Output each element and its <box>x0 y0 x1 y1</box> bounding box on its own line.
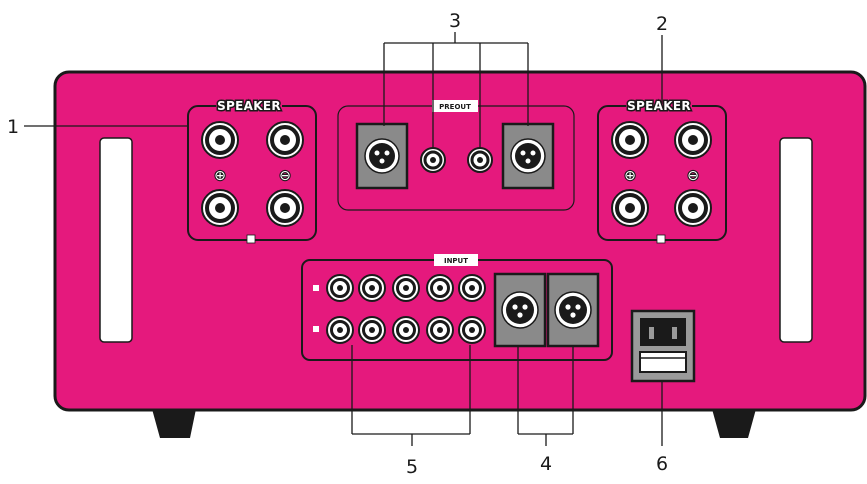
xlr-jack-icon[interactable] <box>355 122 409 190</box>
binding-post-icon[interactable] <box>266 121 304 159</box>
minus-polarity-icon: ⊖ <box>279 168 291 184</box>
callout-5: 5 <box>406 456 418 478</box>
preout-label: PREOUT <box>439 103 471 111</box>
right-foot <box>712 409 756 438</box>
binding-post-icon[interactable] <box>266 189 304 227</box>
rca-jack-row-bottom <box>326 316 486 344</box>
left-foot <box>152 409 196 438</box>
callout-3: 3 <box>449 10 461 32</box>
rca-jack-row-top <box>326 274 486 302</box>
binding-post-icon[interactable] <box>674 121 712 159</box>
binding-post-icon[interactable] <box>611 121 649 159</box>
binding-post-icon[interactable] <box>201 121 239 159</box>
callout-4: 4 <box>540 453 552 475</box>
rca-jack-icon[interactable] <box>392 316 420 344</box>
rca-jack-icon[interactable] <box>467 147 493 173</box>
right-handle-slot <box>779 137 813 343</box>
binding-post-icon[interactable] <box>674 189 712 227</box>
binding-post-icon[interactable] <box>201 189 239 227</box>
callout-lines <box>24 32 663 446</box>
xlr-jack-icon[interactable] <box>493 272 547 348</box>
power-inlet-icon[interactable] <box>630 309 696 383</box>
xlr-jack-icon[interactable] <box>546 272 600 348</box>
rca-jack-icon[interactable] <box>426 316 454 344</box>
rca-jack-icon[interactable] <box>358 316 386 344</box>
preout-block: PREOUT <box>337 100 575 211</box>
speaker-label-left: SPEAKER <box>217 99 281 113</box>
rca-jack-icon[interactable] <box>326 274 354 302</box>
speaker-block-right: SPEAKER ⊕ ⊖ <box>597 98 727 244</box>
speaker-label-right: SPEAKER <box>627 99 691 113</box>
rca-jack-icon[interactable] <box>458 274 486 302</box>
speaker-block-left: SPEAKER ⊕ ⊖ <box>187 98 317 244</box>
rca-jack-icon[interactable] <box>326 316 354 344</box>
left-handle-slot <box>99 137 133 343</box>
callout-2: 2 <box>656 13 668 35</box>
rca-jack-icon[interactable] <box>358 274 386 302</box>
rca-jack-icon[interactable] <box>458 316 486 344</box>
rca-jack-icon[interactable] <box>426 274 454 302</box>
input-label: INPUT <box>444 257 468 265</box>
callout-1: 1 <box>7 116 19 138</box>
rca-jack-icon[interactable] <box>420 147 446 173</box>
binding-post-icon[interactable] <box>611 189 649 227</box>
callout-6: 6 <box>656 453 668 475</box>
plus-polarity-icon: ⊕ <box>214 168 226 184</box>
plus-polarity-icon: ⊕ <box>624 168 636 184</box>
input-block: INPUT <box>301 254 613 361</box>
xlr-jack-icon[interactable] <box>501 122 555 190</box>
rca-jack-icon[interactable] <box>392 274 420 302</box>
minus-polarity-icon: ⊖ <box>687 168 699 184</box>
